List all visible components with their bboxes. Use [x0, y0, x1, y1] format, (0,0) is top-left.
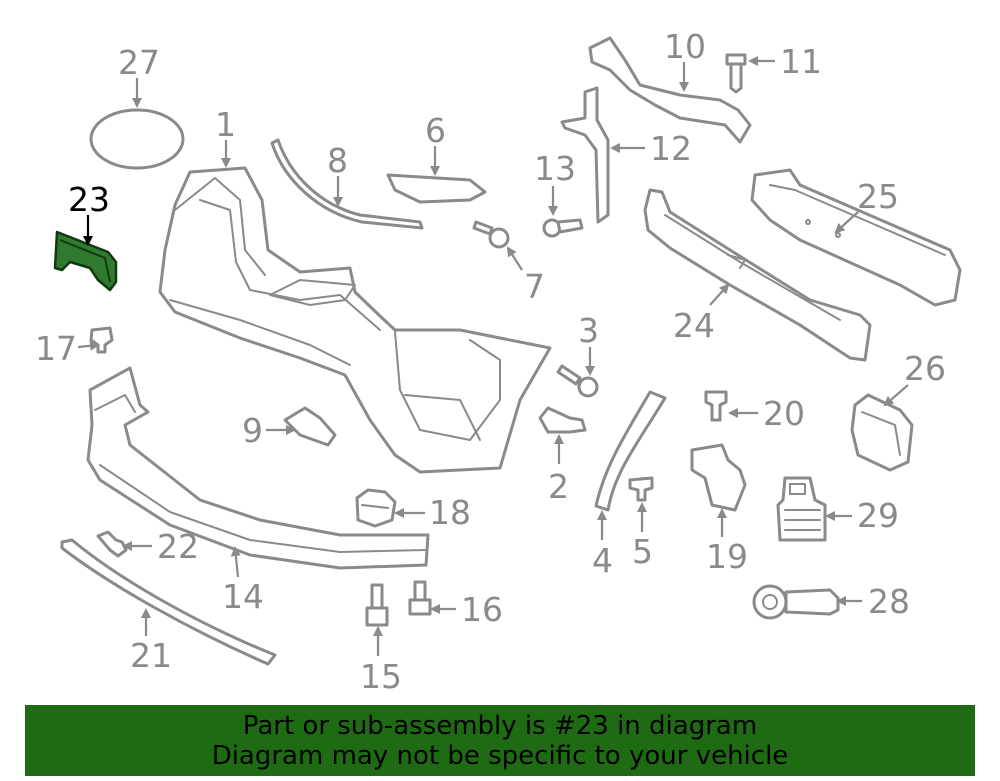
part-9-clip: [283, 406, 337, 447]
part-23-bracket-highlighted: [53, 230, 118, 292]
callout-labels: 27 1 23 8 6 10 11 12 13 7 25 24 17 3 26 …: [35, 27, 946, 696]
callout-29: 29: [857, 496, 899, 535]
callout-11: 11: [780, 42, 822, 81]
info-banner: Part or sub-assembly is #23 in diagram D…: [25, 705, 975, 776]
part-13-bolt: [542, 218, 584, 238]
callout-28: 28: [868, 582, 910, 621]
callout-17: 17: [35, 329, 77, 368]
part-6-bracket: [386, 173, 487, 204]
callout-22: 22: [157, 527, 199, 566]
part-5-clip: [628, 476, 654, 502]
part-20-clip: [704, 390, 728, 422]
part-18-clip: [355, 488, 397, 528]
part-21-lower-molding: [60, 538, 277, 666]
part-27-emblem: [89, 108, 185, 170]
callout-21: 21: [130, 636, 172, 675]
callout-16: 16: [461, 590, 503, 629]
callout-25: 25: [857, 177, 899, 216]
part-2-bracket: [538, 406, 587, 434]
callout-2: 2: [548, 467, 569, 506]
part-4-molding: [594, 390, 667, 512]
part-19-bracket: [690, 443, 747, 512]
banner-line-2: Diagram may not be specific to your vehi…: [211, 741, 789, 771]
part-3-bolt: [556, 364, 599, 398]
callout-1: 1: [215, 105, 236, 144]
part-10-upper-bracket: [588, 36, 752, 144]
part-29-sensor: [776, 476, 827, 542]
callout-3: 3: [578, 311, 599, 350]
callout-7: 7: [524, 267, 545, 306]
callout-20: 20: [763, 394, 805, 433]
part-1-bumper-cover: [158, 166, 552, 474]
part-12-support: [560, 86, 610, 224]
part-17-clip: [89, 326, 114, 354]
part-15-bolt: [365, 583, 389, 627]
part-28-sensor: [752, 584, 840, 620]
callout-12: 12: [650, 129, 692, 168]
callout-19: 19: [706, 537, 748, 576]
callout-10: 10: [664, 27, 706, 66]
callout-4: 4: [592, 541, 613, 580]
part-11-bolt: [725, 53, 747, 94]
part-16-bolt: [408, 580, 432, 616]
part-26-sensor-bracket: [850, 393, 914, 472]
callout-27: 27: [118, 43, 160, 82]
part-7-bolt: [472, 220, 510, 249]
callout-23-selected: 23: [68, 180, 110, 219]
part-14-lower-spoiler: [86, 366, 430, 570]
callout-8: 8: [327, 141, 348, 180]
part-25-reinforcement: [750, 168, 962, 307]
leader-lines: [77, 56, 909, 656]
callout-13: 13: [534, 149, 576, 188]
part-22-clip: [96, 530, 128, 558]
callout-15: 15: [360, 657, 402, 696]
callout-9: 9: [242, 411, 263, 450]
callout-5: 5: [632, 532, 653, 571]
callout-24: 24: [673, 306, 715, 345]
callout-26: 26: [904, 349, 946, 388]
banner-line-1: Part or sub-assembly is #23 in diagram: [242, 711, 758, 741]
callout-14: 14: [222, 577, 264, 616]
part-8-trim-strip: [270, 138, 424, 230]
callout-6: 6: [425, 111, 446, 150]
part-24-absorber: [643, 188, 872, 362]
callout-18: 18: [429, 493, 471, 532]
